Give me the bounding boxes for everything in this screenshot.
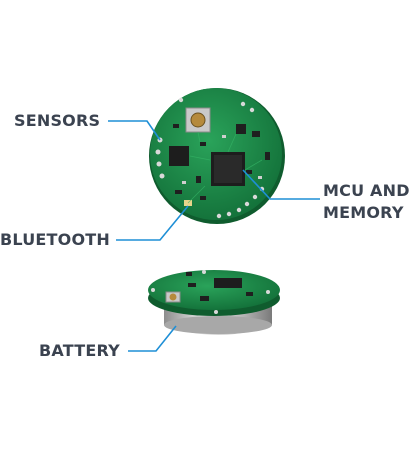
top-circuit-board	[149, 88, 285, 224]
bluetooth-leader-line	[116, 205, 189, 241]
battery-label: BATTERY	[39, 341, 120, 360]
mcu-leader-line	[242, 169, 320, 200]
sensors-label: SENSORS	[14, 111, 101, 130]
mcu-label-line-1: MCU AND	[323, 181, 410, 200]
mcu-label-line-2: MEMORY	[323, 203, 404, 222]
mcu-and-memory-label: MCU AND MEMORY	[323, 180, 410, 224]
bottom-board-with-battery	[148, 270, 280, 335]
battery-leader-line	[128, 325, 177, 352]
bluetooth-label: BLUETOOTH	[0, 230, 110, 249]
sensors-leader-line	[108, 120, 161, 141]
sensor-chip	[169, 146, 189, 166]
leader-lines	[108, 120, 320, 352]
